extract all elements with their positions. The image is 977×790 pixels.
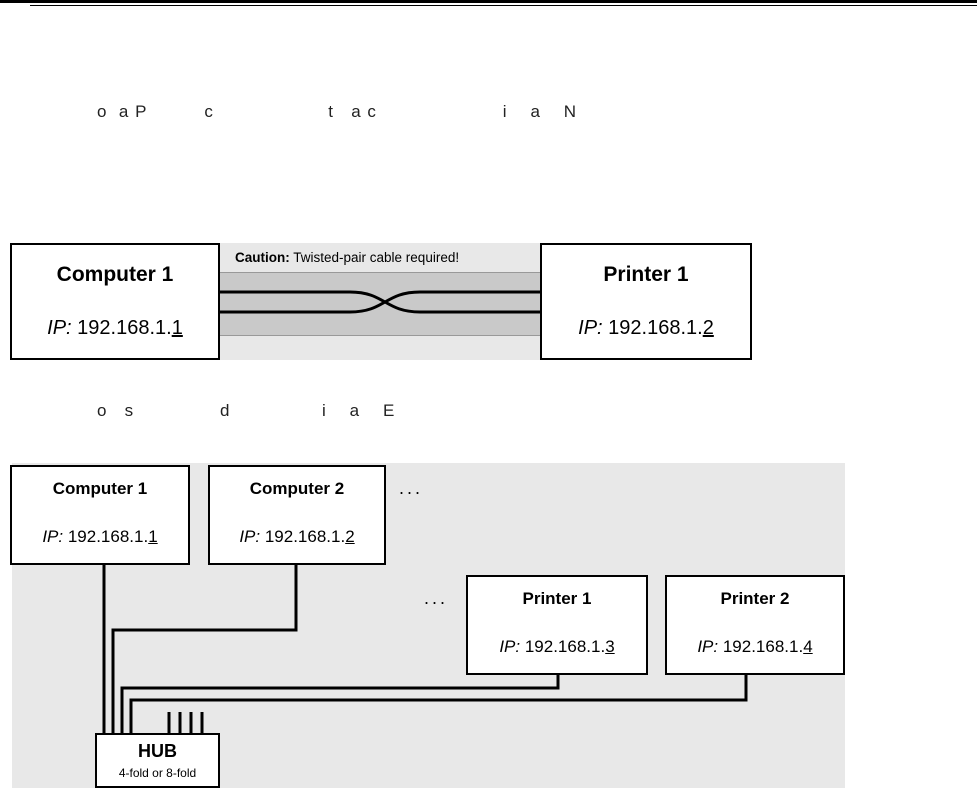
d2-computer-1-box: Computer 1 IP: 192.168.1.1 <box>10 465 190 565</box>
d2-printer-1-ip: IP: 192.168.1.3 <box>468 637 646 657</box>
d2-printer-2-title: Printer 2 <box>720 589 790 608</box>
ip-prefix: 192.168.1. <box>520 637 606 656</box>
ip-suffix: 1 <box>148 527 158 546</box>
d2-computer-2-ip: IP: 192.168.1.2 <box>210 527 384 547</box>
ip-prefix: 192.168.1. <box>63 527 149 546</box>
ellipsis-computers: ... <box>399 478 424 498</box>
ip-suffix: 1 <box>171 317 183 339</box>
ip-suffix: 2 <box>345 527 355 546</box>
d2-computer-1-ip: IP: 192.168.1.1 <box>12 527 188 547</box>
ip-label: IP: <box>578 317 603 339</box>
ip-label: IP: <box>697 637 719 656</box>
d2-printer-2-box: Printer 2 IP: 192.168.1.4 <box>665 575 845 675</box>
hub-box: HUB 4-fold or 8-fold <box>95 733 220 788</box>
d2-printer-1-title: Printer 1 <box>522 589 592 608</box>
d2-printer-1-box: Printer 1 IP: 192.168.1.3 <box>466 575 648 675</box>
top-rule-thin <box>30 5 977 6</box>
d2-computer-1-title: Computer 1 <box>52 479 148 498</box>
caution-text: Twisted-pair cable required! <box>289 250 460 265</box>
ip-label: IP: <box>42 527 64 546</box>
heading-line-2: o s d i a E <box>97 401 396 420</box>
ip-prefix: 192.168.1. <box>602 317 703 339</box>
ellipsis-printers: ... <box>424 588 449 608</box>
ip-suffix: 4 <box>803 637 813 656</box>
ip-label: IP: <box>239 527 261 546</box>
d2-printer-2-ip: IP: 192.168.1.4 <box>667 637 843 657</box>
d2-computer-2-box: Computer 2 IP: 192.168.1.2 <box>208 465 386 565</box>
hub-title: HUB <box>138 741 177 761</box>
ip-prefix: 192.168.1. <box>71 317 172 339</box>
d1-printer-box: Printer 1 IP: 192.168.1.2 <box>540 243 752 360</box>
ip-prefix: 192.168.1. <box>260 527 346 546</box>
caution-label: Caution: <box>235 250 290 265</box>
ip-suffix: 2 <box>702 317 714 339</box>
ip-prefix: 192.168.1. <box>718 637 804 656</box>
ip-label: IP: <box>47 317 72 339</box>
caution-note: Caution: Twisted-pair cable required! <box>235 250 459 265</box>
d1-printer-title: Printer 1 <box>603 263 689 286</box>
ip-label: IP: <box>499 637 521 656</box>
ip-suffix: 3 <box>605 637 615 656</box>
hub-subtitle: 4-fold or 8-fold <box>118 766 197 780</box>
top-rule-thick <box>0 0 977 3</box>
d1-computer-ip: IP: 192.168.1.1 <box>12 317 218 340</box>
d1-printer-ip: IP: 192.168.1.2 <box>542 317 750 340</box>
d2-computer-2-title: Computer 2 <box>249 479 345 498</box>
heading-line-1: o a P c t a c i a N <box>97 102 578 121</box>
d1-computer-title: Computer 1 <box>56 263 174 286</box>
d1-computer-box: Computer 1 IP: 192.168.1.1 <box>10 243 220 360</box>
